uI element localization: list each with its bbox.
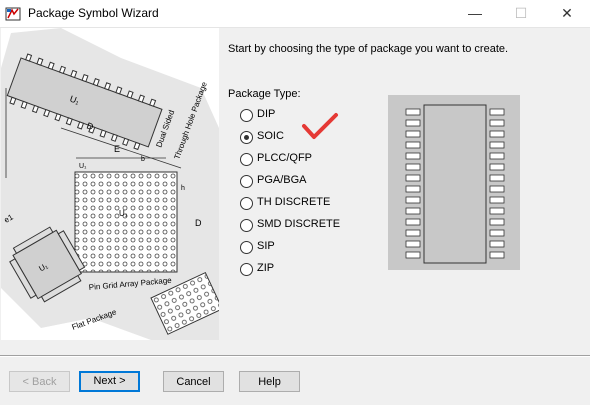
- radio-circle: [240, 197, 253, 210]
- soic-pad-right: [489, 218, 505, 226]
- soic-pad-right: [489, 152, 505, 160]
- radio-selected-dot: [244, 135, 249, 140]
- radio-circle: [240, 219, 253, 232]
- soic-pad-right: [489, 207, 505, 215]
- cancel-button[interactable]: Cancel: [163, 371, 224, 392]
- soic-pad-right: [489, 119, 505, 127]
- radio-label: SMD DISCRETE: [257, 218, 341, 230]
- soic-pad-left: [405, 196, 421, 204]
- soic-pad-right: [489, 108, 505, 116]
- soic-pad-left: [405, 130, 421, 138]
- radio-label: PGA/BGA: [257, 174, 307, 186]
- package-preview: [388, 95, 520, 270]
- art-label-u1c: U₁: [119, 209, 128, 218]
- radio-label: TH DISCRETE: [257, 196, 331, 208]
- soic-pad-right: [489, 251, 505, 259]
- help-button[interactable]: Help: [239, 371, 300, 392]
- radio-circle: [240, 175, 253, 188]
- soic-pad-right: [489, 130, 505, 138]
- wizard-illustration: U₁ D Dual Sided Through Hole Package E U…: [1, 28, 223, 340]
- button-separator: [0, 355, 590, 357]
- soic-pad-left: [405, 207, 421, 215]
- soic-pad-right: [489, 163, 505, 171]
- back-button[interactable]: < Back: [9, 371, 70, 392]
- soic-pad-right: [489, 229, 505, 237]
- soic-pad-right: [489, 185, 505, 193]
- minimize-button[interactable]: —: [468, 5, 482, 21]
- radio-label: ZIP: [257, 262, 275, 274]
- intro-text: Start by choosing the type of package yo…: [228, 43, 509, 55]
- art-label-h: h: [181, 185, 185, 192]
- radio-circle: [240, 153, 253, 166]
- title-bar: Package Symbol Wizard — ☐ ✕: [0, 0, 590, 28]
- soic-pad-left: [405, 141, 421, 149]
- radio-circle: [240, 263, 253, 276]
- soic-pad-left: [405, 152, 421, 160]
- package-drawings: U₁ D Dual Sided Through Hole Package E U…: [1, 28, 223, 340]
- soic-pad-right: [489, 141, 505, 149]
- soic-pad-left: [405, 240, 421, 248]
- close-button[interactable]: ✕: [561, 5, 573, 21]
- radio-circle: [240, 241, 253, 254]
- maximize-button[interactable]: ☐: [514, 5, 528, 21]
- soic-pad-right: [489, 196, 505, 204]
- art-label-u1b: U₁: [79, 163, 87, 170]
- package-type-label: Package Type:: [228, 88, 301, 100]
- art-label-u1: U₁: [68, 94, 80, 107]
- next-button[interactable]: Next >: [79, 371, 140, 392]
- art-label-b: b: [141, 156, 145, 163]
- radio-circle: [240, 131, 253, 144]
- soic-pad-right: [489, 240, 505, 248]
- radio-label: DIP: [257, 108, 276, 120]
- soic-pad-right: [489, 174, 505, 182]
- soic-pad-left: [405, 251, 421, 259]
- radio-label: PLCC/QFP: [257, 152, 313, 164]
- svg-text:D: D: [195, 218, 202, 228]
- checkmark-icon: [302, 113, 338, 139]
- soic-pad-left: [405, 174, 421, 182]
- soic-pad-left: [405, 108, 421, 116]
- window-title: Package Symbol Wizard: [28, 6, 159, 20]
- soic-preview-drawing: [405, 104, 505, 264]
- soic-pad-left: [405, 218, 421, 226]
- radio-label: SOIC: [257, 130, 284, 142]
- soic-pad-left: [405, 229, 421, 237]
- app-icon: [5, 7, 21, 21]
- soic-pad-left: [405, 185, 421, 193]
- soic-pad-left: [405, 163, 421, 171]
- art-label-d: D: [85, 120, 95, 132]
- art-label-e: E: [114, 144, 120, 154]
- soic-pad-left: [405, 119, 421, 127]
- radio-circle: [240, 109, 253, 122]
- radio-label: SIP: [257, 240, 275, 252]
